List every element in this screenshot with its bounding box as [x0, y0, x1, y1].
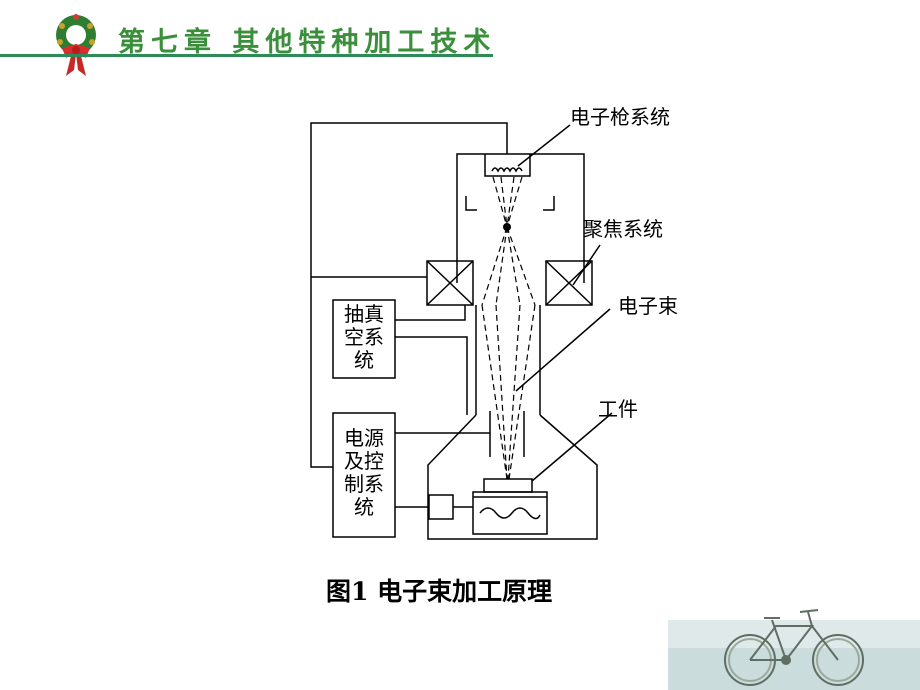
- chamber-upper: [456, 153, 585, 283]
- worktable: [472, 491, 548, 535]
- vacuum-wire-1: [395, 305, 466, 321]
- leader-beam: [515, 308, 611, 392]
- table-wave: [479, 507, 541, 520]
- crossover-point: [503, 223, 511, 231]
- focus-coil-right: [545, 260, 593, 306]
- leader-focus: [572, 244, 601, 286]
- filament-coil: [491, 167, 523, 173]
- bicycle-icon: [668, 609, 920, 690]
- feed-wire-outer: [310, 122, 508, 468]
- small-motor-box: [428, 494, 454, 520]
- label-electron-gun: 电子枪系统: [570, 105, 670, 129]
- label-focus-system: 聚焦系统: [583, 217, 663, 241]
- cathode-box: [484, 154, 531, 177]
- header-divider: [0, 54, 493, 57]
- workpiece: [483, 478, 533, 493]
- electron-beam-diagram: [310, 122, 613, 540]
- vacuum-wire-2: [395, 336, 468, 415]
- label-electron-beam: 电子束: [618, 294, 678, 318]
- vacuum-system-label: 抽真 空系 统: [344, 302, 384, 372]
- power-control-box: [332, 412, 396, 538]
- power-control-label: 电源 及控 制系 统: [344, 426, 384, 519]
- label-workpiece: 工件: [598, 397, 638, 421]
- focus-coil-left: [426, 260, 474, 306]
- leader-work: [531, 412, 613, 482]
- page-title: 第七章 其他特种加工技术: [118, 27, 497, 58]
- wreath-bow-icon: [56, 14, 96, 76]
- leader-gun: [517, 124, 571, 167]
- figure-caption: 图1 电子束加工原理: [326, 577, 553, 606]
- chamber-lower: [427, 414, 598, 540]
- vacuum-system-box: [332, 299, 396, 379]
